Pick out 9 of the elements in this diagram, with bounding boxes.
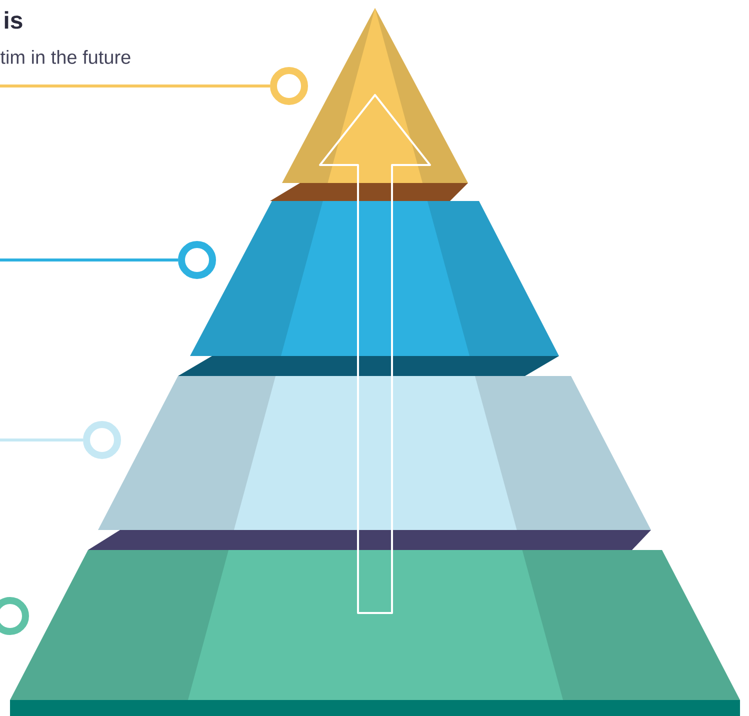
circle-marker xyxy=(270,67,308,105)
pyramid-tier xyxy=(10,550,740,716)
leader-line xyxy=(0,438,83,442)
heading-text: is xyxy=(4,11,22,29)
circle-marker xyxy=(83,421,121,459)
body-text: tim in the future xyxy=(0,50,130,64)
leader-line xyxy=(0,258,178,262)
leader-line xyxy=(0,84,270,88)
circle-marker xyxy=(178,241,216,279)
